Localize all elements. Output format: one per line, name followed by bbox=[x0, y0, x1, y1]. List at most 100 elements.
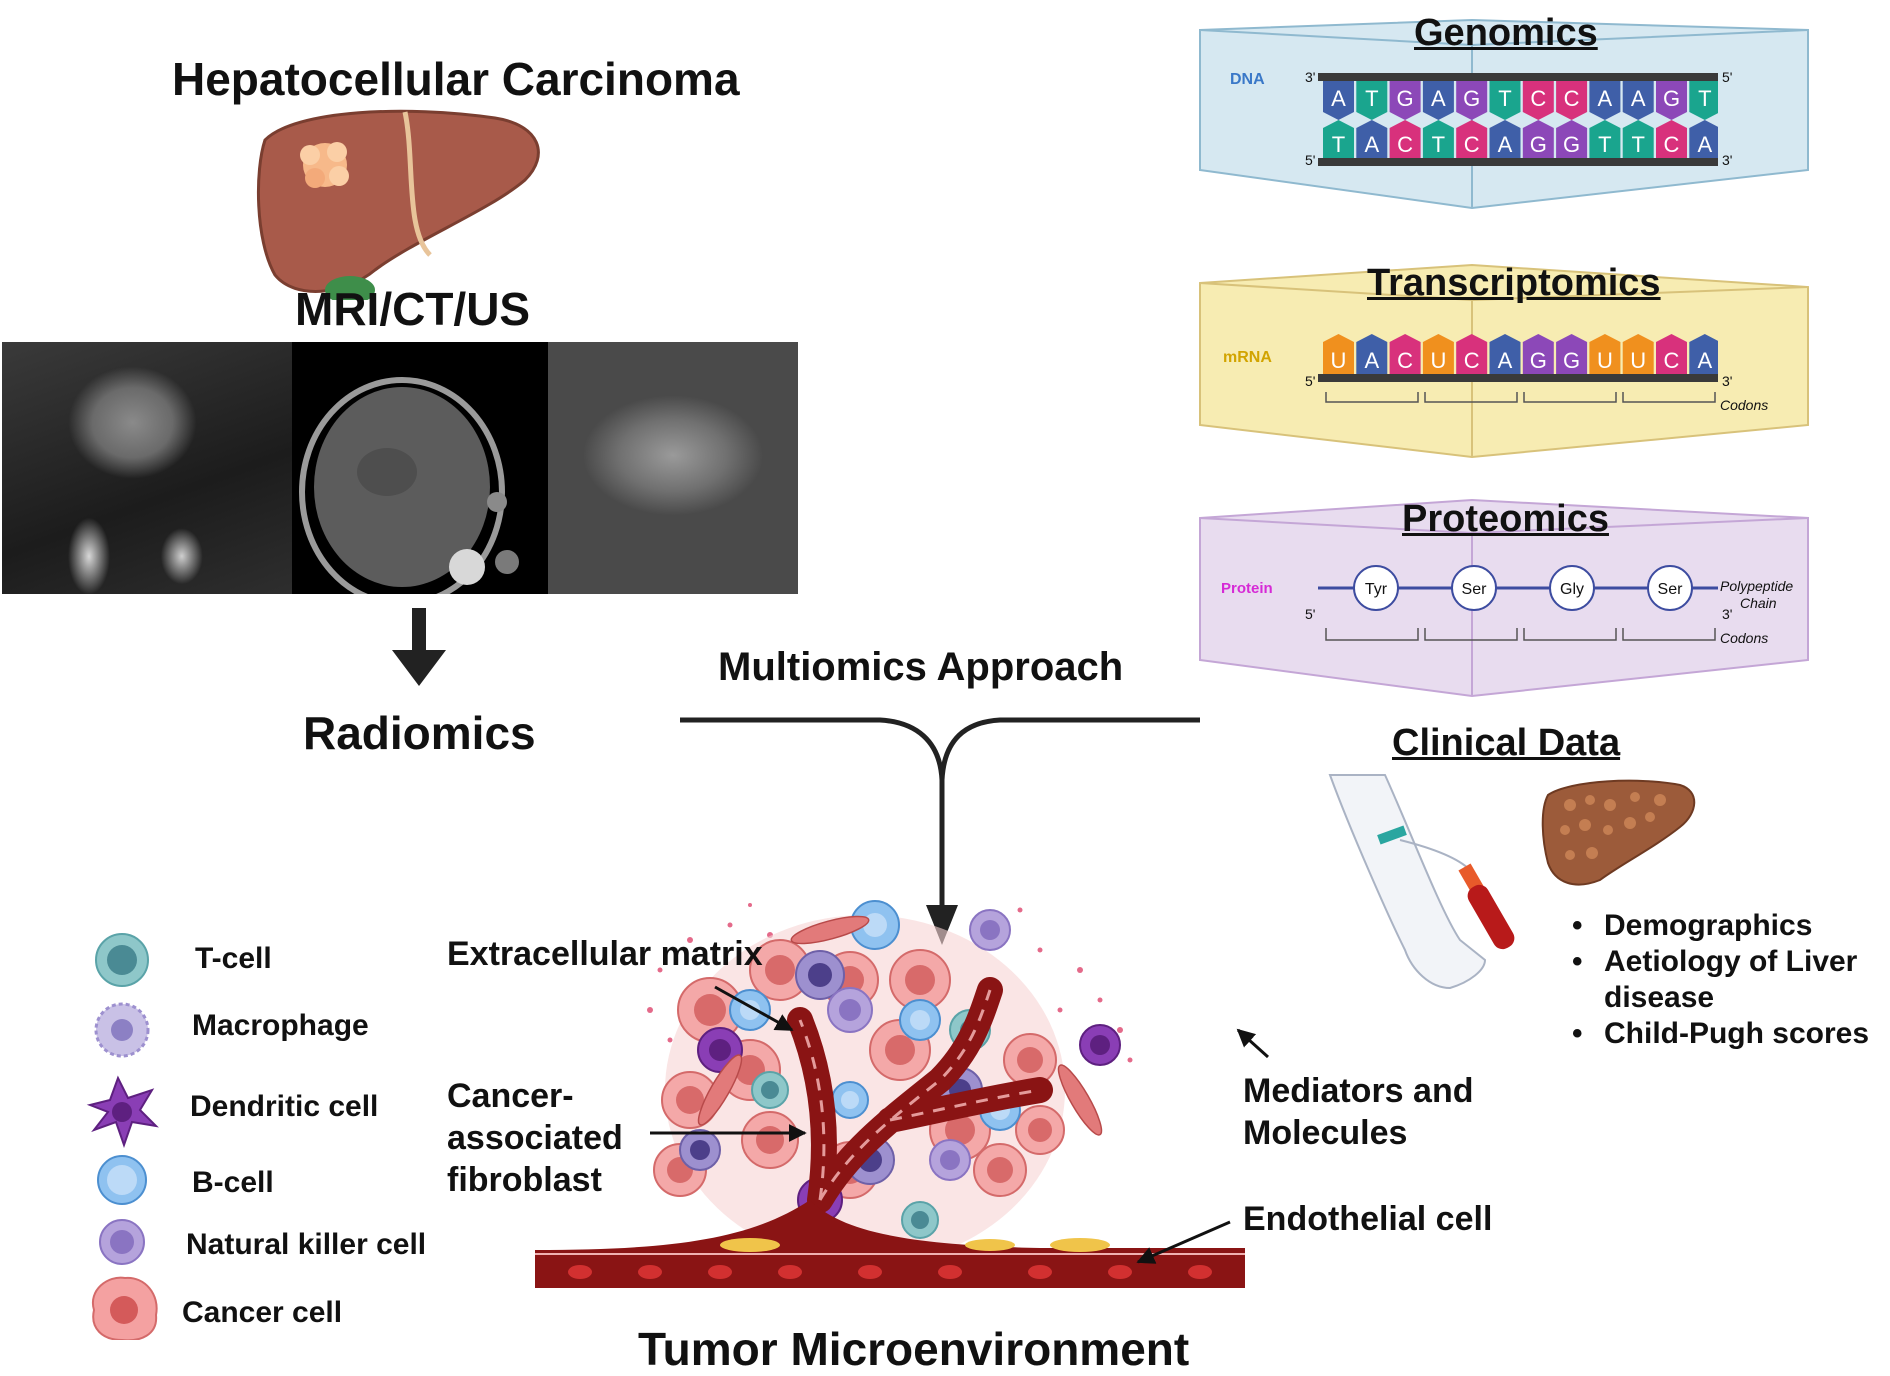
dna-end-top-left: 3' bbox=[1305, 69, 1316, 85]
svg-text:Tyr: Tyr bbox=[1365, 581, 1388, 598]
fibroblast-shape bbox=[790, 915, 870, 945]
dna-top-base: T bbox=[1489, 81, 1521, 120]
mrna-base: A bbox=[1689, 334, 1718, 374]
legend-dendritic-cell: Dendritic cell bbox=[190, 1090, 379, 1123]
svg-text:A: A bbox=[1431, 86, 1446, 111]
tumor-nodule bbox=[300, 142, 349, 188]
dna-bottom-base: G bbox=[1556, 120, 1588, 158]
dna-top-base: A bbox=[1622, 81, 1654, 120]
caf-label-3: fibroblast bbox=[447, 1161, 602, 1199]
dna-end-bottom-left: 5' bbox=[1305, 152, 1316, 168]
legend-b-cell: B-cell bbox=[192, 1166, 274, 1199]
caf-label-2: associated bbox=[447, 1119, 623, 1157]
fibroblast-shape bbox=[1057, 1064, 1103, 1136]
proteomics-title: Proteomics bbox=[1402, 498, 1609, 540]
svg-text:T: T bbox=[1332, 132, 1345, 157]
dna-bottom-base: T bbox=[1323, 120, 1354, 158]
bullet-aetiology-cont: disease bbox=[1604, 981, 1715, 1014]
svg-text:C: C bbox=[1397, 132, 1413, 157]
amino-acid: Gly bbox=[1549, 565, 1595, 611]
multiomics-label: Multiomics Approach bbox=[718, 645, 1124, 689]
legend-icons bbox=[86, 933, 159, 1340]
cancer-cell-icon bbox=[91, 1276, 158, 1340]
bullet-child-pugh: •Child-Pugh scores bbox=[1572, 1017, 1870, 1050]
codon-bracket bbox=[1523, 392, 1617, 403]
tumor-microenvironment-illustration bbox=[535, 900, 1245, 1288]
dna-bottom-base: A bbox=[1689, 120, 1718, 158]
svg-text:T: T bbox=[1631, 132, 1644, 157]
mrna-base: A bbox=[1489, 334, 1521, 374]
polypeptide-label-2: Chain bbox=[1740, 595, 1777, 611]
amino-acid: Tyr bbox=[1353, 565, 1399, 611]
mrna-base: G bbox=[1522, 334, 1554, 374]
bullet-aetiology: •Aetiology of Liver bbox=[1572, 945, 1858, 978]
endothelial-label: Endothelial cell bbox=[1243, 1200, 1493, 1238]
legend-cancer-cell: Cancer cell bbox=[182, 1296, 343, 1329]
protein-end-right: 3' bbox=[1722, 606, 1733, 622]
dna-bottom-base: T bbox=[1422, 120, 1454, 158]
svg-text:C: C bbox=[1530, 86, 1546, 111]
svg-text:Gly: Gly bbox=[1560, 581, 1584, 598]
svg-text:A: A bbox=[1498, 132, 1513, 157]
dna-bottom-base: G bbox=[1522, 120, 1554, 158]
svg-text:A: A bbox=[1331, 86, 1346, 111]
nk-cell-shape bbox=[929, 1139, 971, 1181]
legend-t-cell: T-cell bbox=[195, 942, 272, 975]
down-arrow-radiomics bbox=[392, 608, 446, 686]
codon-bracket bbox=[1622, 392, 1716, 403]
macro-cell-shape bbox=[679, 1129, 721, 1171]
b-cell-icon bbox=[97, 1155, 147, 1205]
clinical-title: Clinical Data bbox=[1392, 722, 1621, 764]
dna-bottom-base: A bbox=[1489, 120, 1521, 158]
macro-cell-shape bbox=[795, 950, 845, 1000]
dna-top-base: G bbox=[1656, 81, 1687, 120]
converging-arrow bbox=[680, 717, 1200, 945]
codon-bracket bbox=[1622, 628, 1716, 641]
mrna-base: U bbox=[1589, 334, 1621, 374]
nk-cell-shape bbox=[827, 987, 873, 1033]
mrna-base: U bbox=[1323, 334, 1354, 374]
svg-text:A: A bbox=[1364, 348, 1379, 373]
dna-bottom-base: C bbox=[1456, 120, 1488, 158]
dendritic-cell-shape bbox=[1079, 1024, 1121, 1066]
dna-label: DNA bbox=[1230, 71, 1265, 88]
svg-text:T: T bbox=[1498, 86, 1511, 111]
cancer-cell-shape bbox=[973, 1143, 1027, 1197]
dna-top-base: C bbox=[1522, 81, 1554, 120]
mri-scan-image bbox=[2, 342, 292, 594]
codon-bracket bbox=[1325, 392, 1419, 403]
mrna-base: G bbox=[1556, 334, 1588, 374]
mrna-base: U bbox=[1422, 334, 1454, 374]
svg-text:T: T bbox=[1598, 132, 1611, 157]
cirrhotic-liver-illustration bbox=[1541, 779, 1696, 886]
tcell-cell-shape bbox=[751, 1071, 789, 1109]
bullet-demographics: •Demographics bbox=[1572, 909, 1813, 942]
cancer-cell-shape bbox=[1015, 1105, 1065, 1155]
tcell-cell-shape bbox=[901, 1201, 939, 1239]
svg-text:A: A bbox=[1598, 86, 1613, 111]
svg-text:Ser: Ser bbox=[1658, 581, 1684, 598]
svg-text:U: U bbox=[1430, 348, 1446, 373]
svg-text:C: C bbox=[1397, 348, 1413, 373]
svg-text:A: A bbox=[1498, 348, 1513, 373]
mediators-label-1: Mediators and bbox=[1243, 1072, 1474, 1110]
svg-text:A: A bbox=[1697, 348, 1712, 373]
codon-bracket bbox=[1424, 628, 1518, 641]
mrna-base: U bbox=[1622, 334, 1654, 374]
dna-top-base: A bbox=[1422, 81, 1454, 120]
cancer-cell-shape bbox=[749, 939, 811, 1001]
protein-end-left: 5' bbox=[1305, 606, 1316, 622]
macrophage-icon bbox=[94, 1002, 150, 1058]
svg-text:C: C bbox=[1664, 348, 1680, 373]
svg-text:T: T bbox=[1365, 86, 1378, 111]
svg-text:T: T bbox=[1432, 132, 1445, 157]
svg-text:Ser: Ser bbox=[1462, 581, 1488, 598]
svg-text:G: G bbox=[1563, 132, 1580, 157]
dna-end-top-right: 5' bbox=[1722, 69, 1733, 85]
svg-text:G: G bbox=[1463, 86, 1480, 111]
dna-bottom-base: C bbox=[1656, 120, 1687, 158]
dna-bottom-base: A bbox=[1356, 120, 1388, 158]
endothelial-cells-shapes bbox=[720, 1238, 1110, 1252]
mrna-base: A bbox=[1356, 334, 1388, 374]
